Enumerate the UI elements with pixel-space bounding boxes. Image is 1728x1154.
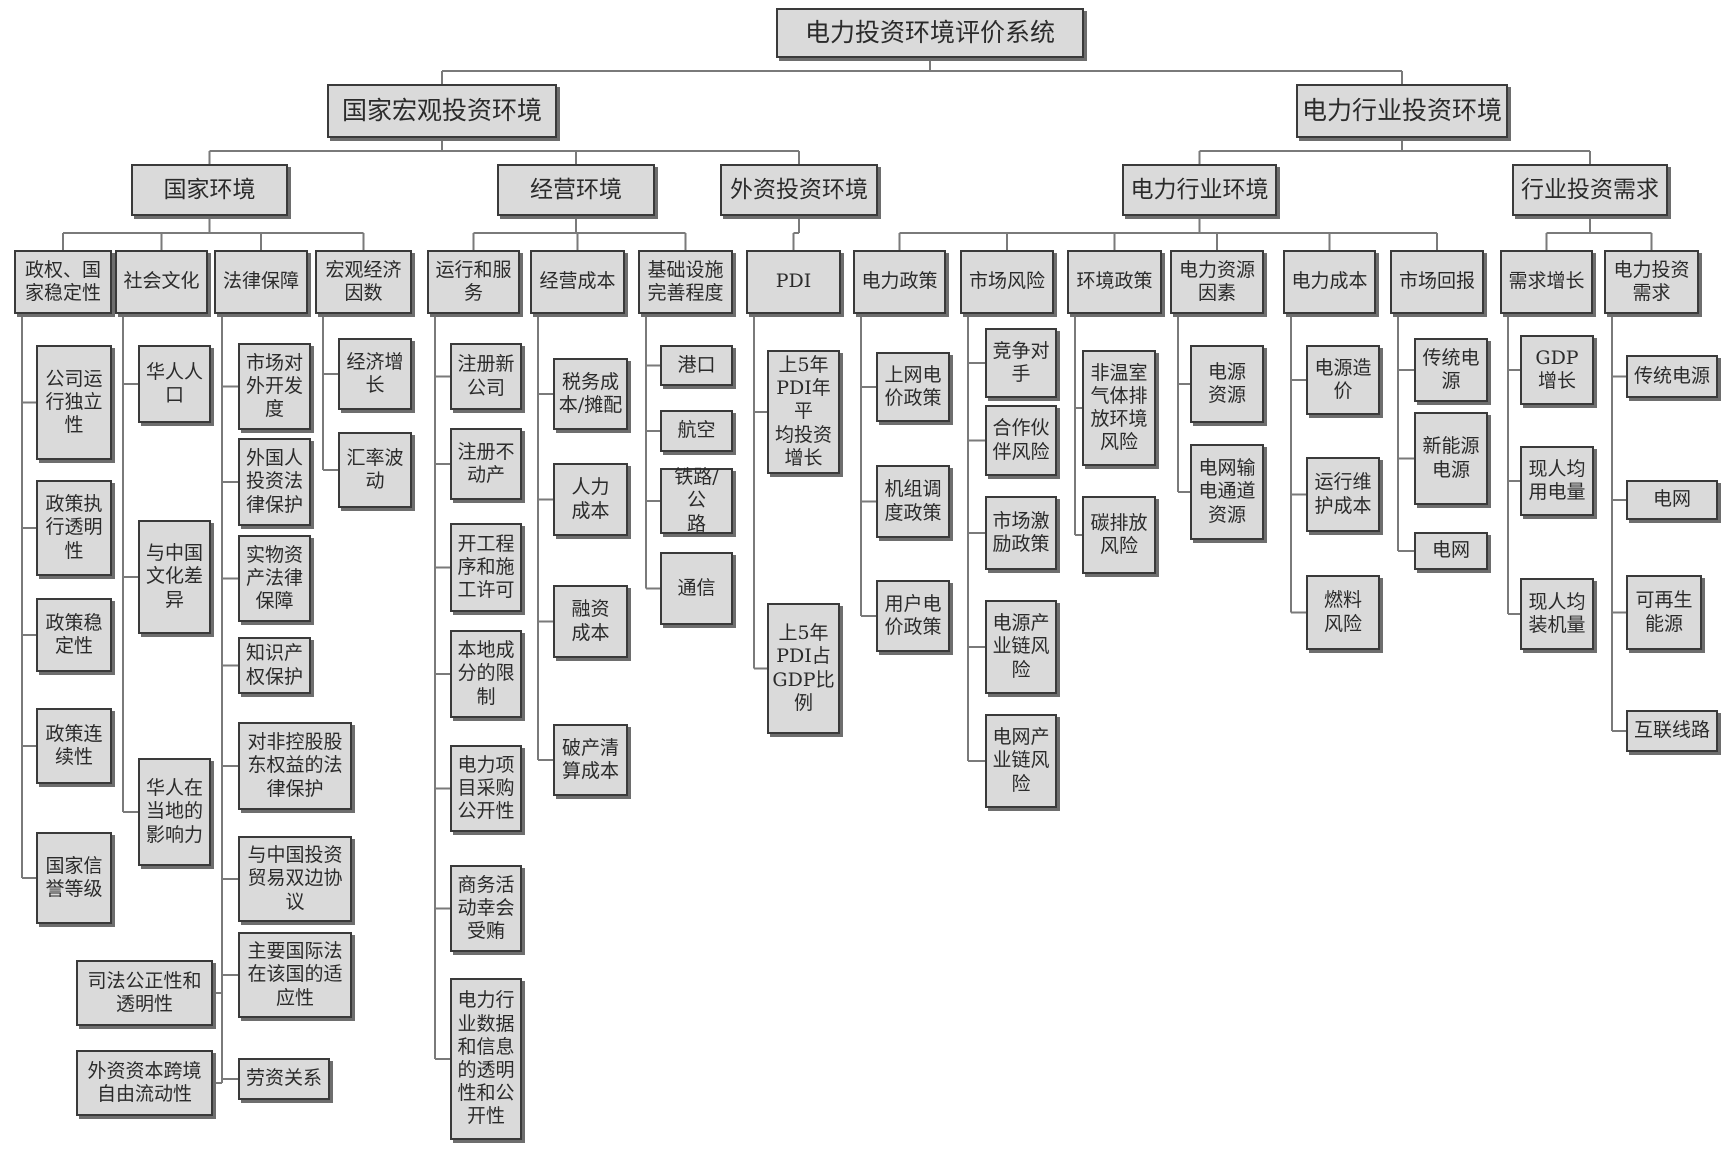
leaf-node: 传统电 源 [1414,338,1488,402]
leaf-node: 传统电源 [1626,355,1718,398]
leaf-node: 与中国 文化差 异 [138,520,211,634]
leaf-node: 商务活 动幸会 受贿 [450,865,522,952]
item-pdi: PDI [746,250,841,314]
leaf-node: 政策稳 定性 [36,598,112,672]
leaf-node: 注册不 动产 [450,428,522,500]
leaf-node: 可再生 能源 [1626,575,1702,650]
leaf-node: 燃料 风险 [1306,575,1380,650]
leaf-node: 华人人 口 [138,345,211,423]
leaf-node: GDP 增长 [1520,335,1594,405]
leaf-node: 司法公正性和 透明性 [76,960,213,1026]
leaf-node: 用户电 价政策 [876,580,950,652]
branch-macro: 国家宏观投资环境 [327,84,557,138]
leaf-node: 机组调 度政策 [876,465,950,538]
item-environment-policy: 环境政策 [1067,250,1162,314]
branch-power-industry: 电力行业投资环境 [1296,84,1508,138]
leaf-node: 上5年 PDI年平 均投资 增长 [767,350,840,474]
item-market-risk: 市场风险 [960,250,1054,314]
leaf-node: 通信 [660,552,733,625]
item-demand-growth: 需求增长 [1500,250,1593,314]
leaf-node: 政策连 续性 [36,708,112,784]
leaf-node: 现人均 用电量 [1520,446,1594,516]
leaf-node: 实物资 产法律 保障 [238,535,311,622]
leaf-node: 上网电 价政策 [876,352,950,422]
root-node: 电力投资环境评价系统 [776,8,1084,58]
leaf-node: 现人均 装机量 [1520,578,1594,650]
item-macro-economy: 宏观经济 因数 [315,250,412,314]
leaf-node: 外资资本跨境 自由流动性 [76,1050,213,1116]
item-legal-protection: 法律保障 [214,250,308,314]
leaf-node: 国家信 誉等级 [36,832,112,924]
item-infrastructure: 基础设施 完善程度 [638,250,733,314]
leaf-node: 电源造 价 [1306,345,1380,415]
group-foreign-investment: 外资投资环境 [720,164,878,216]
leaf-node: 华人在 当地的 影响力 [138,758,211,866]
leaf-node: 电网输 电通道 资源 [1190,444,1264,540]
leaf-node: 竞争对 手 [985,328,1057,398]
leaf-node: 合作伙 伴风险 [985,405,1057,476]
leaf-node: 政策执 行透明 性 [36,480,112,576]
leaf-node: 税务成 本/摊配 [553,358,628,430]
item-market-return: 市场回报 [1390,250,1484,314]
leaf-node: 市场激 励政策 [985,496,1057,570]
leaf-node: 劳资关系 [238,1058,330,1100]
group-business-environment: 经营环境 [497,164,655,216]
leaf-node: 航空 [660,410,733,452]
item-operating-cost: 经营成本 [530,250,625,314]
item-regime-stability: 政权、国 家稳定性 [14,250,112,314]
leaf-node: 电力行 业数据 和信息 的透明 性和公 开性 [450,978,522,1140]
item-power-policy: 电力政策 [853,250,946,314]
item-operation-service: 运行和服 务 [427,250,520,314]
leaf-node: 对非控股股 东权益的法 律保护 [238,722,352,810]
leaf-node: 外国人 投资法 律保护 [238,438,311,526]
leaf-node: 注册新 公司 [450,343,522,410]
leaf-node: 铁路/公 路 [660,466,733,535]
leaf-node: 新能源 电源 [1414,412,1488,505]
leaf-node: 与中国投资 贸易双边协 议 [238,836,352,922]
leaf-node: 融资 成本 [553,585,628,658]
group-power-industry-environment: 电力行业环境 [1122,164,1277,216]
leaf-node: 电力项 目采购 公开性 [450,745,522,832]
leaf-node: 本地成 分的限 制 [450,630,522,718]
leaf-node: 电源产 业链风 险 [985,600,1057,694]
leaf-node: 碳排放 风险 [1082,496,1156,574]
leaf-node: 运行维 护成本 [1306,457,1380,532]
leaf-node: 开工程 序和施 工许可 [450,523,522,612]
leaf-node: 互联线路 [1626,710,1718,752]
leaf-node: 电源 资源 [1190,345,1264,423]
leaf-node: 汇率波 动 [338,432,412,508]
leaf-node: 电网 [1626,480,1718,520]
item-social-culture: 社会文化 [115,250,208,314]
leaf-node: 电网产 业链风 险 [985,714,1057,808]
leaf-node: 知识产 权保护 [238,637,311,694]
leaf-node: 市场对 外开发 度 [238,343,311,430]
leaf-node: 港口 [660,345,733,386]
group-national-environment: 国家环境 [131,164,288,216]
item-power-investment-demand: 电力投资 需求 [1604,250,1699,314]
leaf-node: 非温室 气体排 放环境 风险 [1082,350,1156,466]
item-power-resources: 电力资源 因素 [1170,250,1264,314]
leaf-node: 公司运 行独立 性 [36,345,112,460]
item-power-cost: 电力成本 [1283,250,1376,314]
leaf-node: 破产清 算成本 [553,724,628,796]
leaf-node: 电网 [1414,532,1488,570]
leaf-node: 主要国际法 在该国的适 应性 [238,932,352,1018]
leaf-node: 人力 成本 [553,463,628,536]
leaf-node: 上5年 PDI占 GDP比 例 [767,603,840,734]
leaf-node: 经济增 长 [338,338,412,410]
group-industry-demand: 行业投资需求 [1512,164,1668,216]
